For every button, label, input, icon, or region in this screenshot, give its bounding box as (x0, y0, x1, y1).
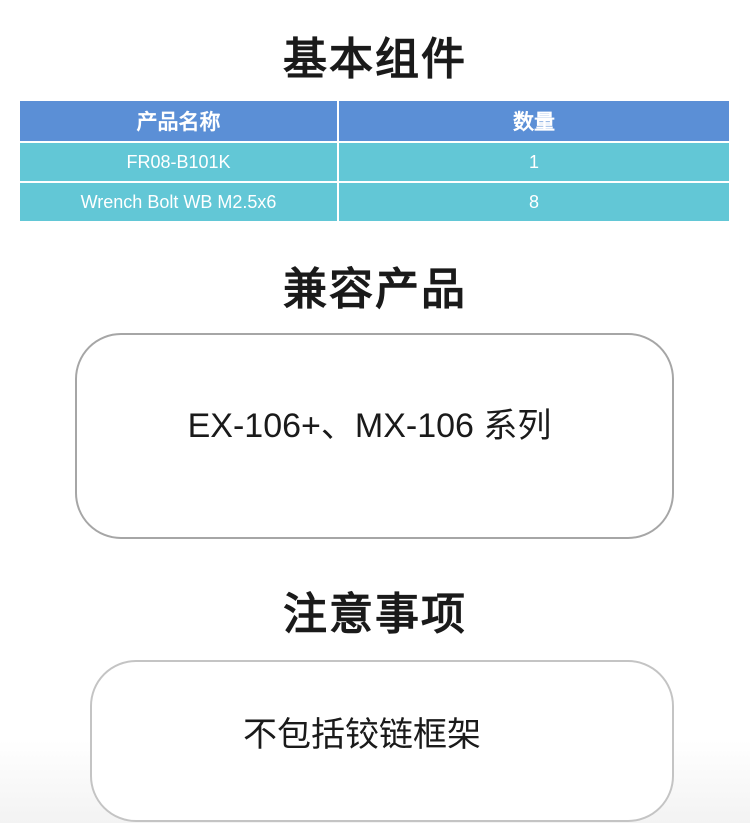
notes-title: 注意事项 (283, 589, 467, 640)
product-name-cell: FR08-B101K (20, 141, 339, 183)
quantity-cell: 1 (337, 141, 729, 183)
column-header-product-name: 产品名称 (20, 101, 339, 143)
table-row: FR08-B101K 1 (20, 141, 729, 183)
compatible-products-box: EX-106+、MX-106 系列 (75, 333, 674, 539)
quantity-cell: 8 (337, 181, 729, 223)
column-header-quantity: 数量 (337, 101, 729, 143)
notes-text: 不包括铰链框架 (243, 715, 481, 754)
table-row: Wrench Bolt WB M2.5x6 8 (20, 181, 729, 223)
table-header-row: 产品名称 数量 (20, 101, 729, 143)
product-name-cell: Wrench Bolt WB M2.5x6 (20, 181, 339, 223)
components-table: 产品名称 数量 FR08-B101K 1 Wrench Bolt WB M2.5… (20, 101, 729, 223)
compatible-products-text: EX-106+、MX-106 系列 (187, 406, 552, 445)
notes-box: 不包括铰链框架 (90, 660, 674, 822)
compatible-products-title: 兼容产品 (283, 264, 467, 315)
basic-components-title: 基本组件 (283, 34, 467, 85)
